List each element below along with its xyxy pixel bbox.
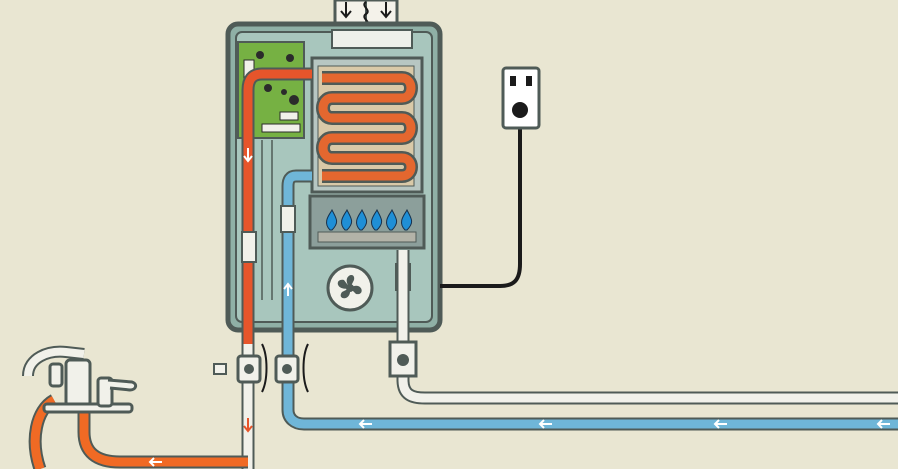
left-arrow-icon <box>358 419 372 429</box>
burner-chamber <box>308 194 426 250</box>
exhaust-vent <box>333 0 399 28</box>
heat-exchanger <box>310 56 424 194</box>
fan-icon <box>326 264 374 312</box>
cold-water-inlet <box>281 344 898 431</box>
wall-outlet-icon <box>501 66 541 130</box>
service-valves <box>213 343 309 393</box>
left-arrow-icon <box>713 419 727 429</box>
gas-pipe <box>388 250 898 405</box>
down-arrow-icon <box>243 148 253 163</box>
left-arrow-icon <box>148 457 162 467</box>
left-arrow-icon <box>538 419 552 429</box>
down-arrow-icon <box>380 2 392 19</box>
internal-cold-pipe <box>281 169 312 344</box>
hose <box>28 394 248 469</box>
down-arrow-icon <box>243 418 253 433</box>
down-arrow-icon <box>340 2 352 19</box>
left-arrow-icon <box>876 419 890 429</box>
internal-hot-pipe <box>241 67 312 344</box>
up-arrow-icon <box>283 282 293 296</box>
faucet-icon <box>22 345 138 414</box>
power-cord <box>440 110 522 288</box>
flame-row <box>326 208 413 231</box>
